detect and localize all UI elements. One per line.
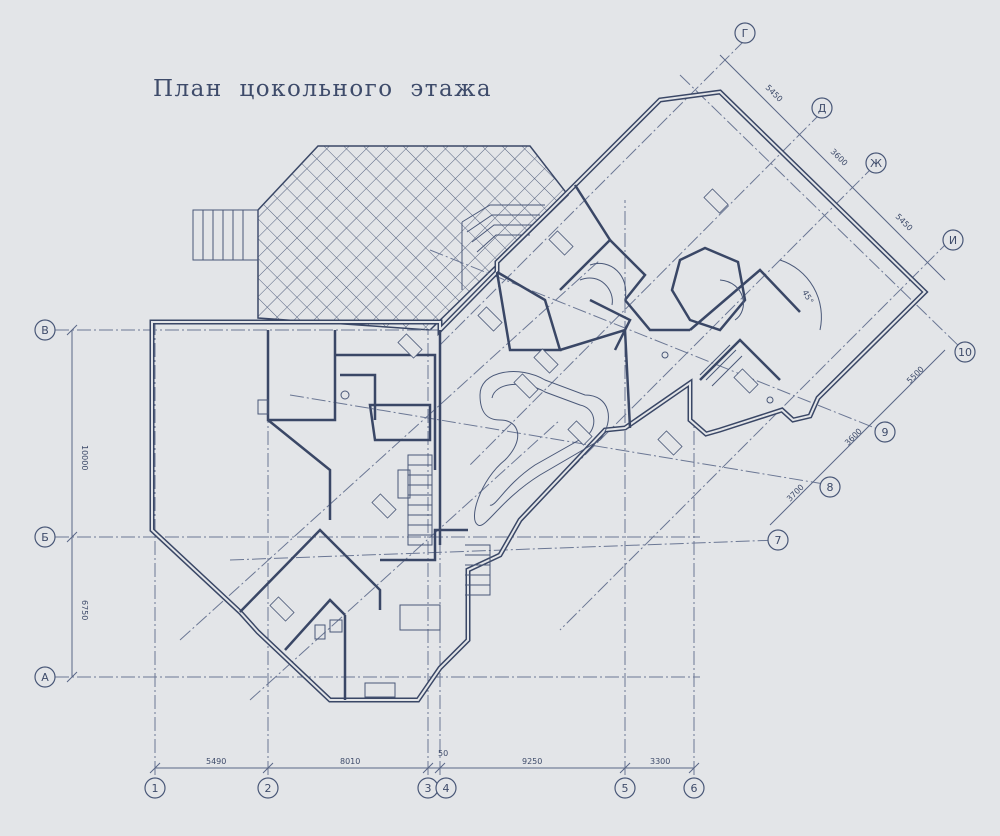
interior-partitions [239, 184, 801, 700]
bottom-dimension-chain: 5490 8010 9250 3300 50 [149, 749, 700, 774]
svg-text:10: 10 [958, 346, 972, 359]
svg-text:6: 6 [691, 782, 698, 795]
plan-title: План цокольного этажа [153, 76, 493, 102]
svg-text:Д: Д [818, 102, 827, 115]
dim-bottom-1: 5490 [206, 757, 226, 766]
axis-bubble-1: 1 [144, 777, 166, 799]
axis-bubble-9: 9 [874, 421, 896, 443]
axis-lines [55, 39, 966, 775]
axis-bubble-v: В [34, 319, 56, 341]
axis-bubble-4: 4 [435, 777, 457, 799]
axis-bubbles-bottom: 1 2 3 4 5 6 [144, 777, 705, 799]
dim-left-2: 6750 [80, 600, 89, 620]
room-tags [269, 188, 759, 622]
svg-text:1: 1 [152, 782, 159, 795]
axis-bubble-10: 10 [954, 341, 976, 363]
svg-text:2: 2 [265, 782, 272, 795]
axis-bubble-5: 5 [614, 777, 636, 799]
exterior-stairs [192, 209, 259, 261]
dim-diag-top-1: 5450 [764, 83, 785, 104]
pool-inner [489, 383, 595, 506]
axis-bubble-8: 8 [819, 476, 841, 498]
angle-label: 45° [800, 289, 815, 306]
axis-bubble-a: А [34, 666, 56, 688]
axis-bubbles-left: В Б А [34, 319, 56, 688]
svg-text:Б: Б [41, 531, 49, 544]
dim-diag-top-2: 3600 [829, 147, 850, 168]
dim-left-1: 10000 [80, 445, 89, 470]
svg-text:4: 4 [443, 782, 450, 795]
dim-diag-right-2: 3600 [843, 427, 864, 448]
axis-bubble-zh: Ж [865, 152, 887, 174]
axis-bubble-7: 7 [767, 529, 789, 551]
svg-text:8: 8 [827, 481, 834, 494]
dim-bottom-2: 8010 [340, 757, 360, 766]
left-dimension-chain: 10000 6750 [66, 324, 89, 683]
svg-text:9: 9 [882, 426, 889, 439]
svg-text:И: И [949, 234, 957, 247]
furniture [257, 351, 774, 698]
dim-diag-right-3: 3700 [785, 483, 806, 504]
axis-bubble-2: 2 [257, 777, 279, 799]
axis-bubble-i: И [942, 229, 964, 251]
axis-bubble-3: 3 [417, 777, 439, 799]
curved-steps [461, 204, 545, 290]
pool-outline [474, 371, 609, 526]
axis-bubble-b: Б [34, 526, 56, 548]
diag-right-dimension-chain: 5500 3600 3700 [769, 349, 946, 526]
exterior-walls [149, 89, 929, 703]
svg-text:7: 7 [775, 534, 782, 547]
dim-bottom-4: 3300 [650, 757, 670, 766]
axis-bubbles-diag-right: 10 9 8 7 [767, 341, 976, 551]
svg-text:3: 3 [425, 782, 432, 795]
axis-bubble-d: Д [811, 97, 833, 119]
axis-bubbles-diag-top: Г Д Ж И [734, 22, 964, 251]
dim-diag-top-3: 5450 [894, 212, 915, 233]
dim-diag-right-1: 5500 [905, 365, 926, 386]
dim-bottom-3: 9250 [522, 757, 542, 766]
axis-bubble-6: 6 [683, 777, 705, 799]
angle-arc [779, 259, 822, 331]
axis-bubble-g: Г [734, 22, 756, 44]
diag-top-dimension-chain: 5450 3600 5450 [719, 54, 946, 281]
svg-text:5: 5 [622, 782, 629, 795]
interior-stairs [407, 263, 744, 596]
svg-text:В: В [41, 324, 49, 337]
svg-text:А: А [41, 671, 49, 684]
dim-bottom-small: 50 [438, 749, 448, 758]
svg-text:Г: Г [742, 27, 749, 40]
svg-text:Ж: Ж [870, 157, 882, 170]
